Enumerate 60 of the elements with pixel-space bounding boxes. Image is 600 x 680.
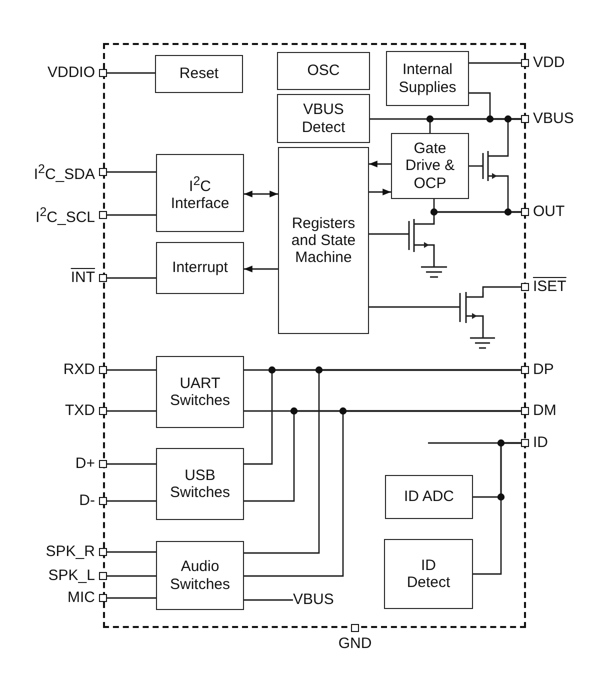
pin-label: OUT	[533, 203, 565, 221]
wire	[107, 463, 156, 465]
pin-label: I$^{2}$C_SDA	[34, 161, 95, 184]
wire	[107, 171, 156, 173]
pin-label: VDDIO	[47, 64, 95, 82]
arrow	[244, 190, 278, 198]
pin-label: RXD	[63, 361, 95, 379]
pin-label: VBUS	[533, 110, 574, 128]
pin-label: GND	[338, 635, 372, 653]
wire	[469, 165, 481, 167]
wire	[107, 72, 155, 74]
wire	[482, 286, 521, 292]
wire	[107, 551, 156, 553]
pin-label: SPK_R	[46, 543, 95, 561]
function-block: ID Detect	[384, 539, 473, 609]
pin-label: ID	[533, 434, 548, 452]
wire	[244, 599, 293, 601]
wire	[244, 410, 521, 577]
wire	[107, 597, 156, 599]
wire	[107, 277, 156, 279]
wire	[107, 369, 156, 371]
wire	[369, 306, 458, 308]
pin-label: MIC	[68, 589, 95, 607]
pin-label: I$^{2}$C_SCL	[36, 204, 95, 227]
function-block: Reset	[155, 55, 243, 93]
arrow	[244, 266, 278, 272]
pin-label: ISET	[533, 278, 566, 296]
function-block: USB Switches	[156, 448, 244, 520]
wire	[107, 575, 156, 577]
wire	[369, 233, 407, 235]
function-block: Internal Supplies	[386, 51, 469, 106]
function-block: UART Switches	[156, 356, 244, 428]
function-block: Gate Drive & OCP	[391, 133, 469, 199]
chip-boundary	[103, 43, 526, 628]
wire	[107, 500, 156, 502]
function-block: Interrupt	[156, 242, 244, 294]
net-label: VBUS	[293, 591, 343, 609]
wire	[107, 214, 156, 216]
pin-label: D-	[79, 492, 95, 510]
arrow	[369, 160, 391, 168]
function-block: OSC	[277, 52, 370, 90]
function-block: ID ADC	[385, 475, 473, 519]
function-block: Audio Switches	[156, 541, 244, 610]
pin-label: TXD	[65, 402, 95, 420]
wire	[107, 410, 156, 412]
wire	[433, 211, 521, 218]
pin-label: DP	[533, 361, 554, 379]
pin-label: VDD	[533, 54, 565, 72]
wire	[500, 118, 521, 157]
function-block: I$^{2}$C Interface	[156, 154, 244, 232]
pin-label: INT	[70, 269, 95, 287]
pin-label: SPK_L	[48, 567, 95, 585]
wire	[244, 369, 521, 554]
pin-label: D+	[75, 455, 95, 473]
wire	[469, 62, 521, 64]
pin-label: DM	[533, 402, 556, 420]
arrow	[369, 188, 391, 196]
function-block: Registers and State Machine	[278, 147, 369, 334]
function-block: VBUS Detect	[277, 94, 370, 143]
wire	[428, 442, 521, 444]
